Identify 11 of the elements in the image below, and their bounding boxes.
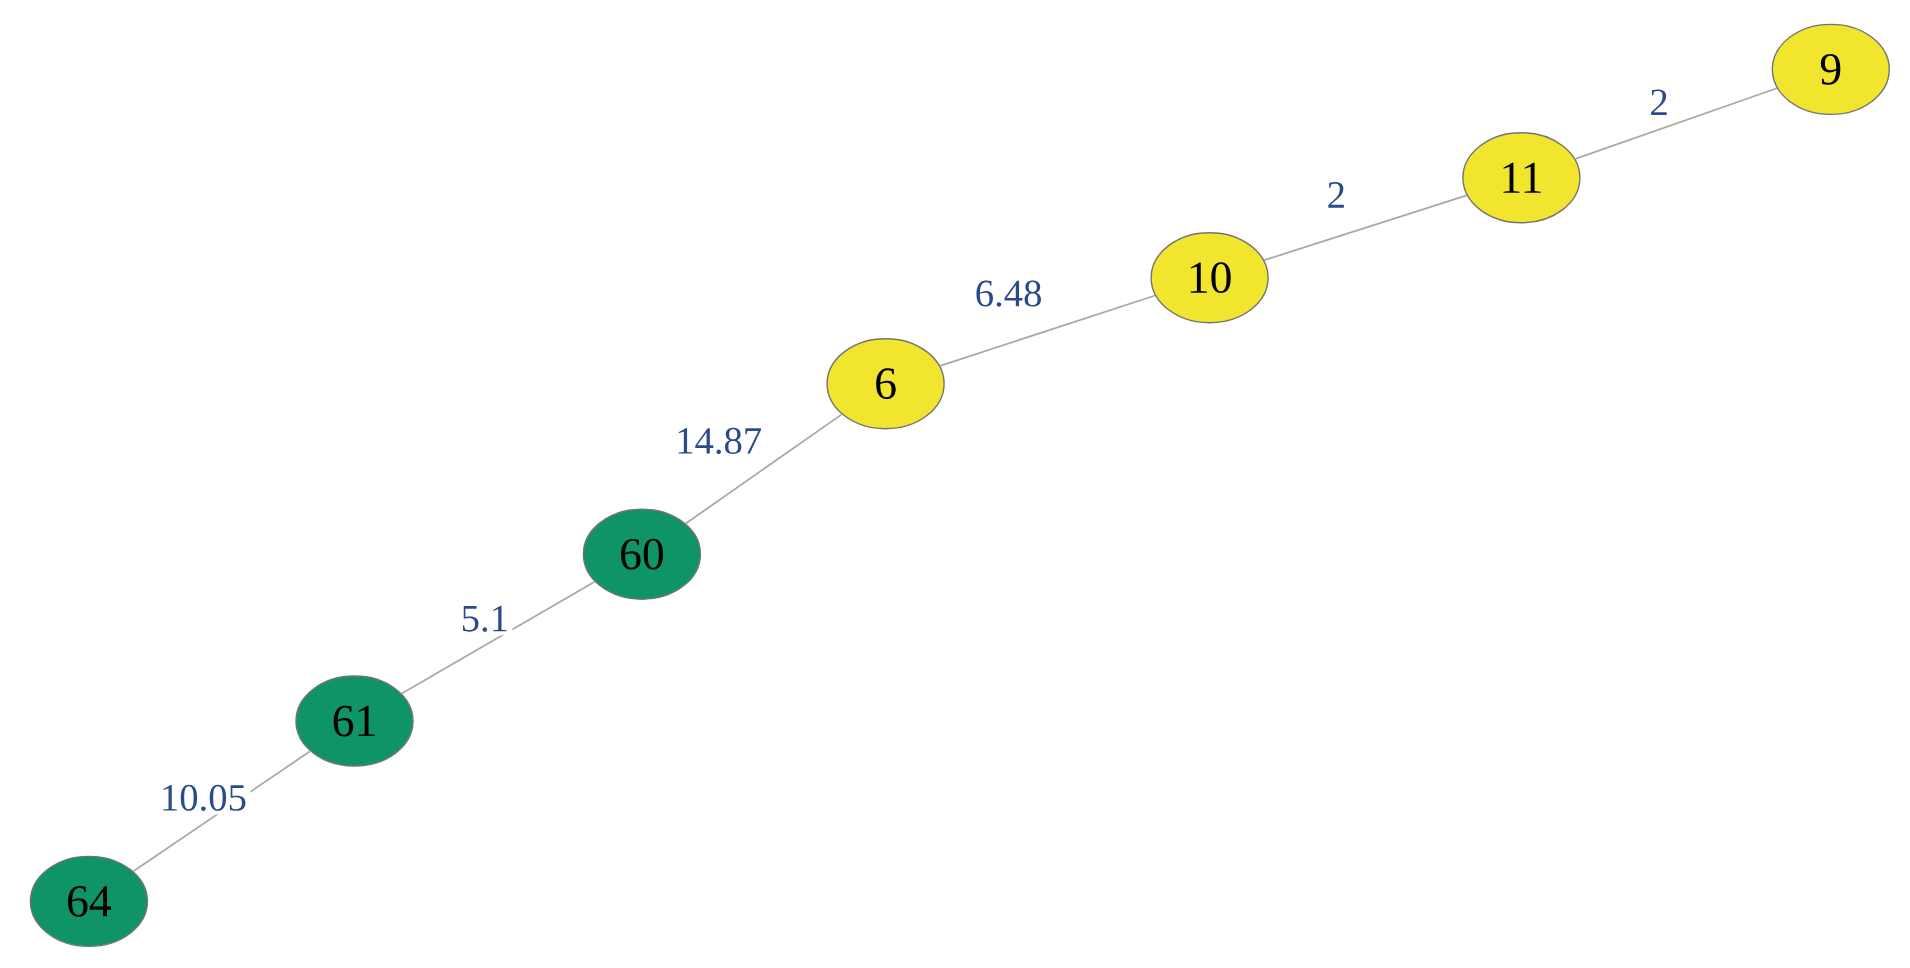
edge-line	[684, 413, 843, 525]
edge-label: 2	[1323, 178, 1350, 212]
edge-line	[400, 580, 596, 695]
edge-label: 6.48	[971, 276, 1046, 311]
edge-line	[1263, 194, 1468, 262]
edge-label: 10.05	[156, 781, 251, 815]
edge-label: 14.87	[671, 424, 766, 458]
edge-line	[1574, 87, 1778, 160]
edge-label: 2	[1645, 86, 1673, 119]
edge-line	[939, 294, 1156, 367]
edge-label: 5.1	[457, 602, 513, 636]
